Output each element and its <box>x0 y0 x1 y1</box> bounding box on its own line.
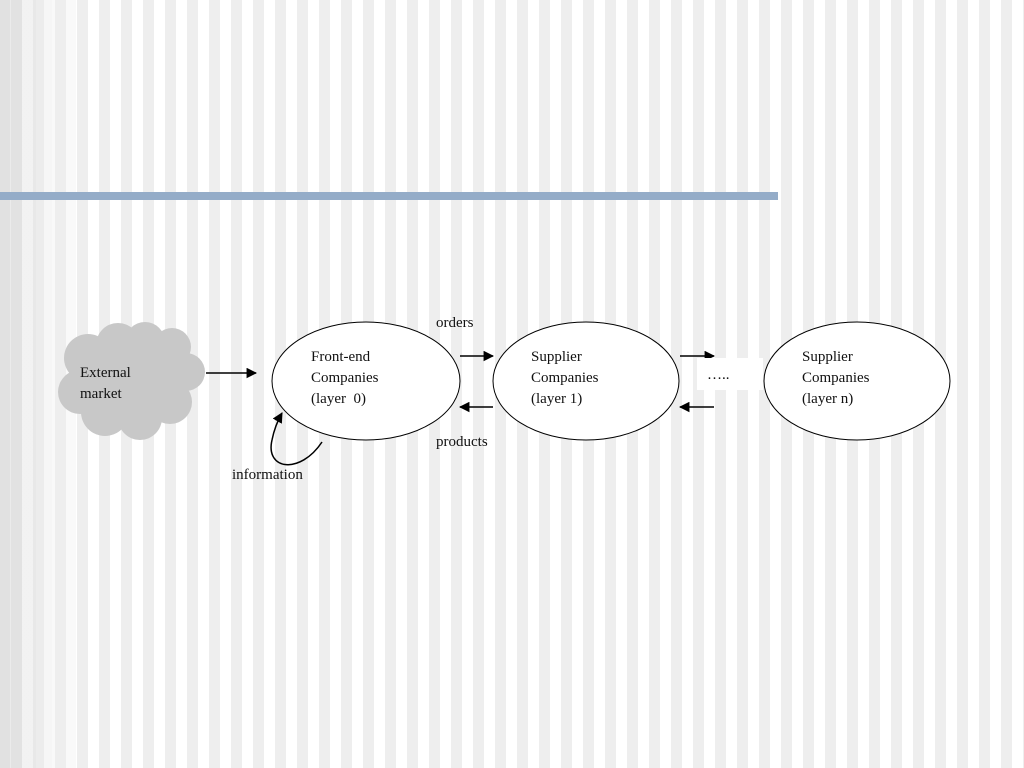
information-loop-arrow <box>270 412 323 466</box>
external-market-cloud: External market <box>58 322 205 440</box>
products-label: products <box>436 434 488 450</box>
title-rule <box>0 192 778 200</box>
supplier-n-label-line2: Companies <box>802 370 870 386</box>
supplier-n-label-line1: Supplier <box>802 349 853 365</box>
front-end-label-line2: Companies <box>311 370 379 386</box>
supplier-1-label-line2: Companies <box>531 370 599 386</box>
supplier-1-label-line3: (layer 1) <box>531 391 582 407</box>
orders-label: orders <box>436 315 474 331</box>
external-market-label-line1: External <box>80 365 131 381</box>
external-market-label-line2: market <box>80 386 122 402</box>
supplier-layer-1-node: Supplier Companies (layer 1) <box>492 321 680 441</box>
front-end-label-line3: (layer 0) <box>311 391 366 407</box>
supplier-n-label-line3: (layer n) <box>802 391 853 407</box>
supplier-1-label-line1: Supplier <box>531 349 582 365</box>
intermediate-layers-ellipsis: ….. <box>697 358 763 390</box>
ellipsis-text: ….. <box>707 367 730 383</box>
front-end-companies-node: Front-end Companies (layer 0) <box>271 321 461 441</box>
front-end-label-line1: Front-end <box>311 349 371 365</box>
supplier-layer-n-node: Supplier Companies (layer n) <box>763 321 951 441</box>
information-label: information <box>232 467 303 483</box>
